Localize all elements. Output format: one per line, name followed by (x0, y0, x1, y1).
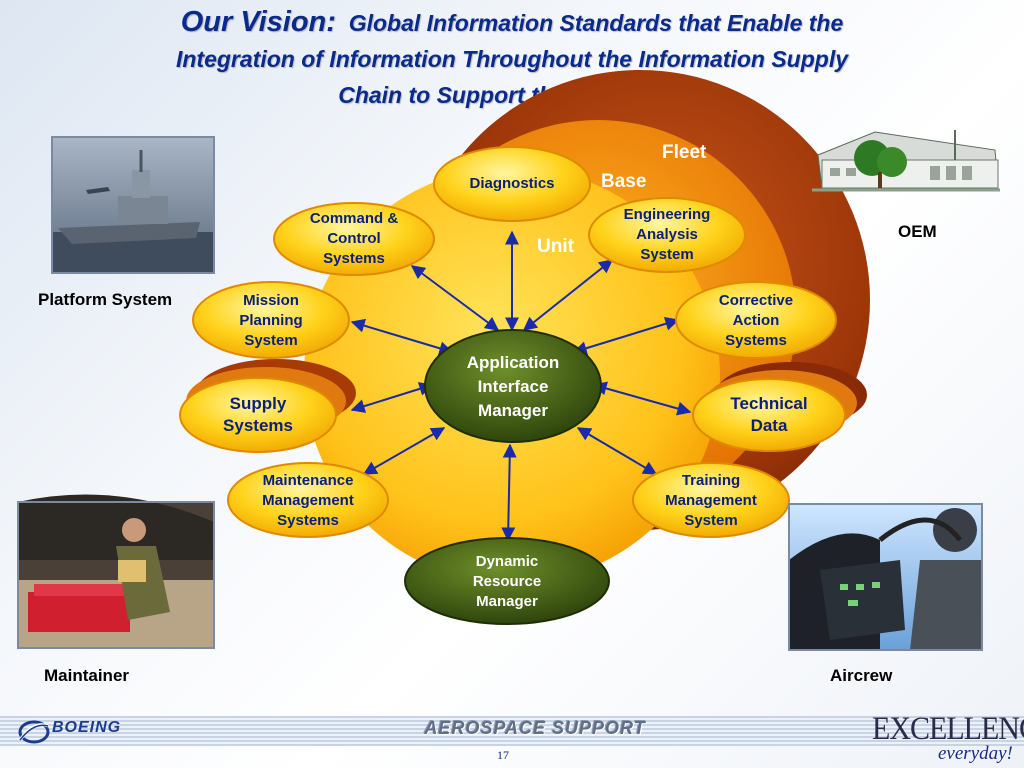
caption-aircrew: Aircrew (830, 666, 893, 685)
excellence-wordmark: EXCELLENCE (872, 710, 1024, 747)
ship-photo (51, 136, 215, 274)
aim-oval (424, 329, 602, 443)
boeing-logo-icon (18, 720, 50, 744)
aircrew-photo (788, 503, 983, 651)
title-line-2: Integration of Information Throughout th… (175, 46, 849, 72)
everyday-wordmark: everyday! (938, 743, 1013, 764)
base-label: Base (601, 171, 647, 192)
aerospace-support-tagline: AEROSPACE SUPPORT (424, 718, 646, 738)
title-lead: Our Vision: (180, 6, 336, 38)
oem-building (812, 130, 1000, 192)
fleet-label: Fleet (662, 142, 707, 163)
boeing-wordmark: BOEING (52, 719, 122, 736)
caption-maintainer: Maintainer (44, 666, 130, 685)
node-diagnostics[interactable]: Diagnostics (469, 175, 555, 192)
footer-bar (0, 716, 1024, 746)
maintainer-photo (17, 494, 215, 649)
caption-oem: OEM (898, 222, 937, 241)
caption-platform-system: Platform System (38, 290, 173, 309)
unit-label: Unit (537, 236, 574, 257)
drm-oval (404, 537, 610, 625)
title-line-1: Global Information Standards that Enable… (348, 10, 844, 36)
page-number: 17 (497, 748, 509, 762)
